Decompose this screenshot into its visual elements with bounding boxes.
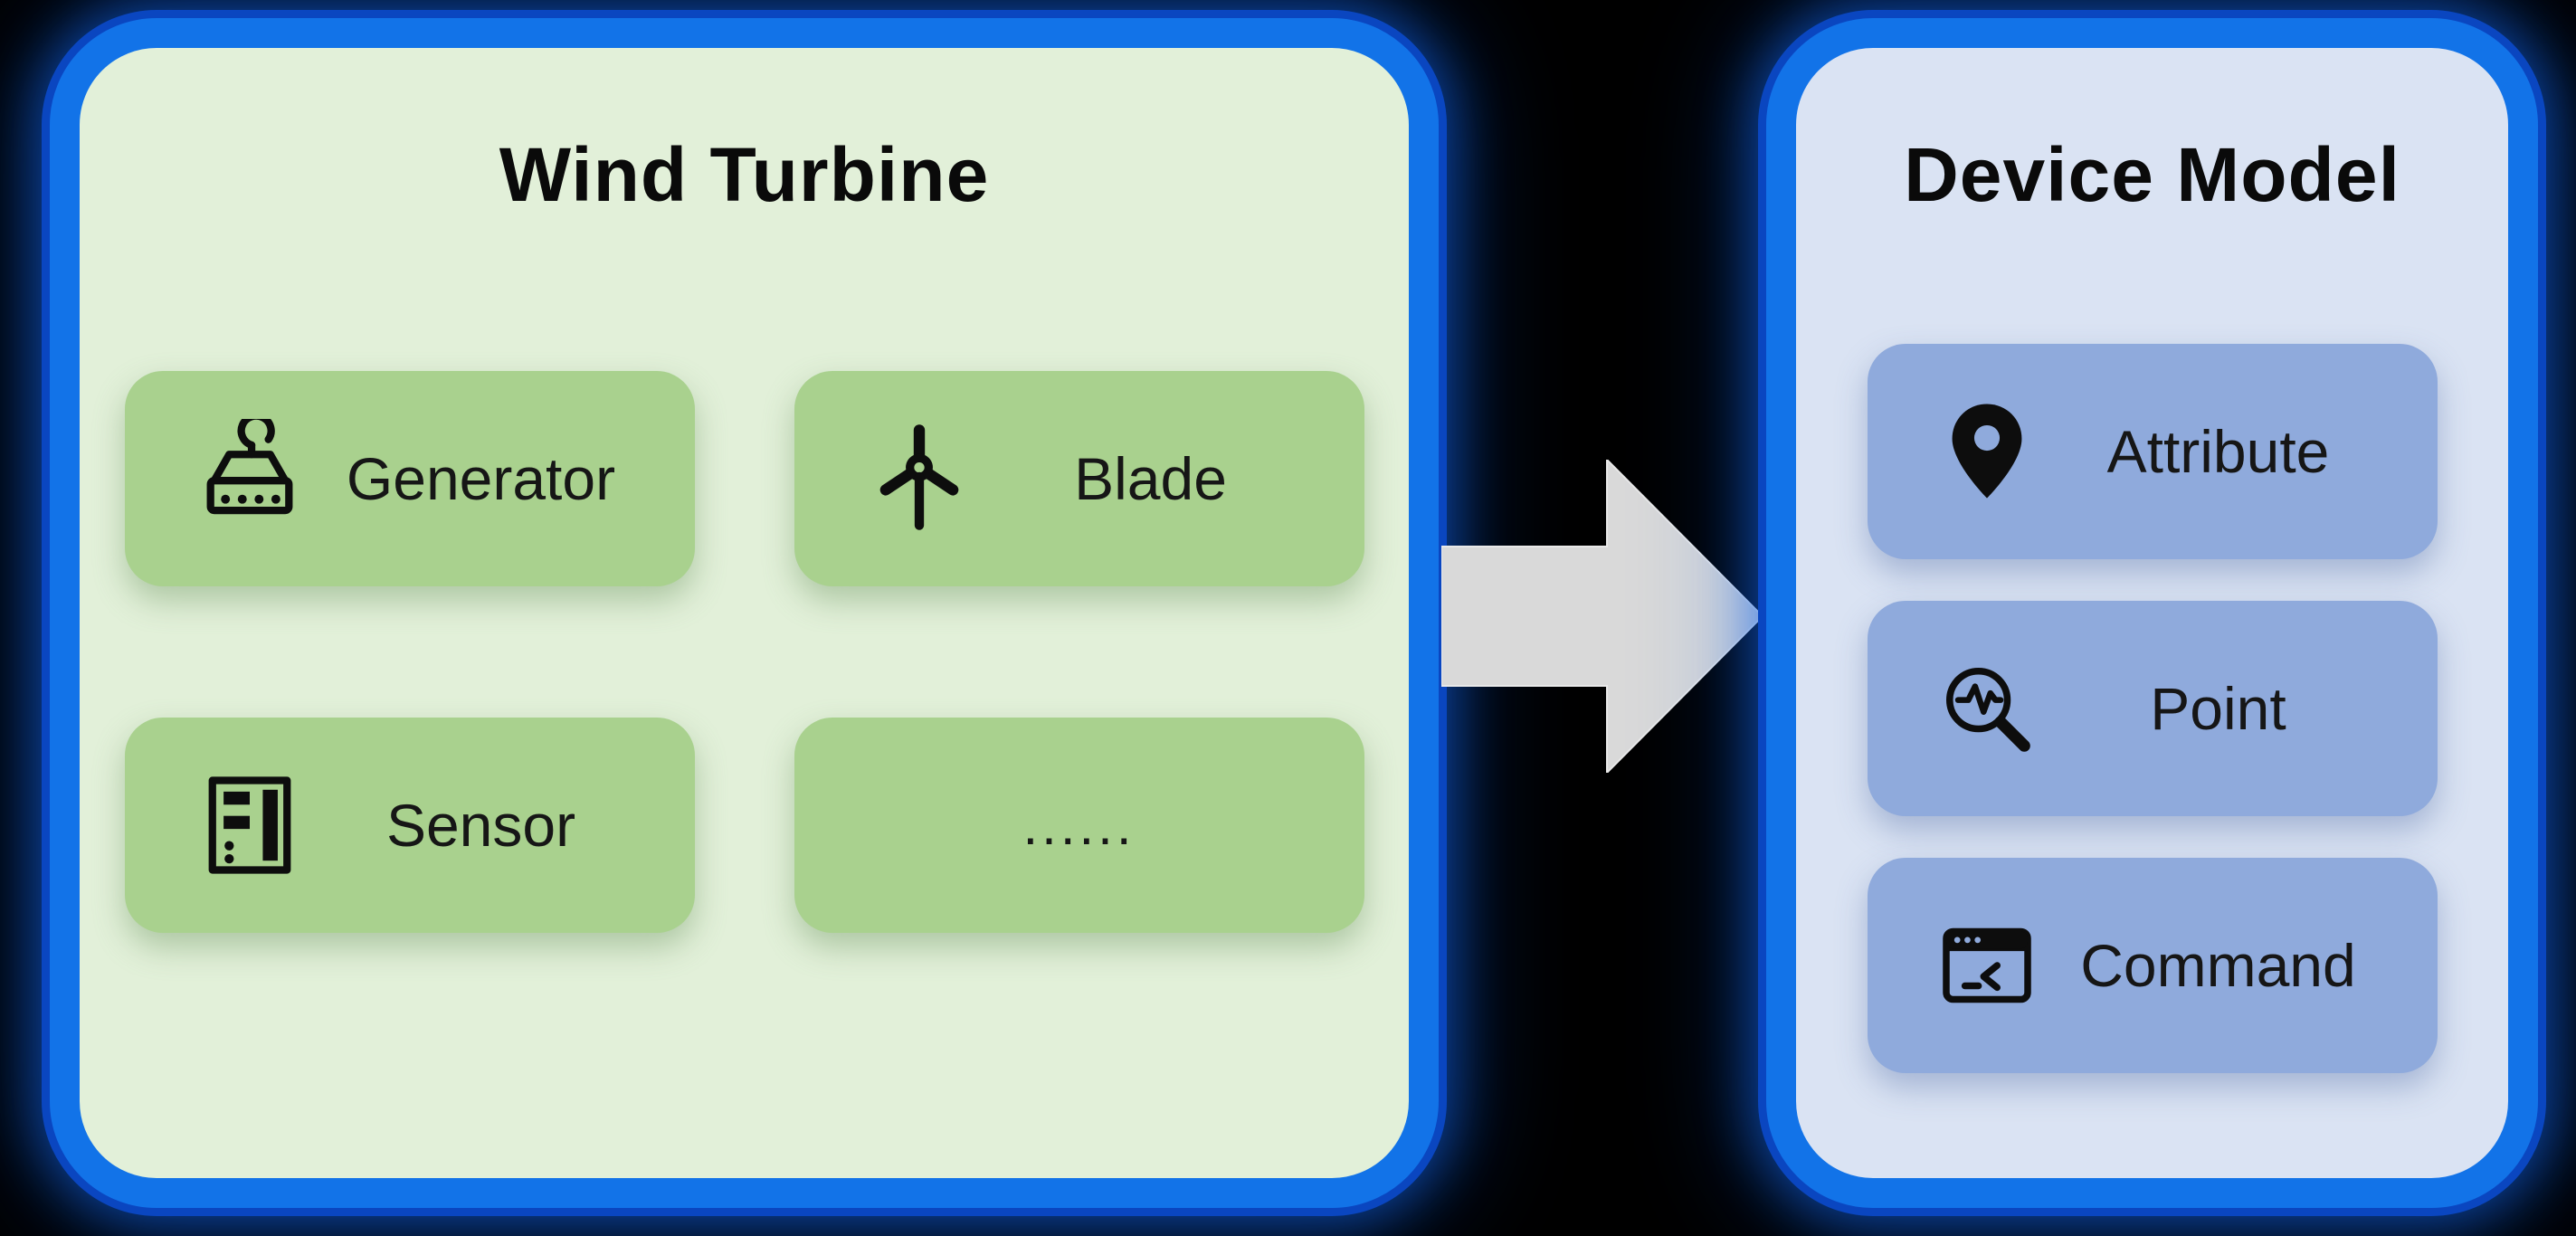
device-model-title: Device Model <box>1904 132 2400 217</box>
wind-turbine-title: Wind Turbine <box>499 132 990 217</box>
wind-turbine-chip-grid: Generator Blade <box>80 371 1409 933</box>
terminal-icon <box>1933 911 2041 1020</box>
device-model-panel: Device Model Attribute <box>1766 18 2538 1208</box>
wind-turbine-icon <box>860 419 979 538</box>
ellipsis-label: ...... <box>1022 794 1136 856</box>
sensor-label: Sensor <box>385 792 576 859</box>
wind-turbine-panel: Wind Turbine Generator <box>50 18 1439 1208</box>
device-model-chip-list: Attribute Point <box>1796 344 2508 1073</box>
magnifier-pulse-icon <box>1933 654 2041 763</box>
sensor-chip: Sensor <box>124 718 695 933</box>
generator-chip: Generator <box>124 371 695 586</box>
point-label: Point <box>2150 675 2286 742</box>
attribute-label: Attribute <box>2106 418 2330 485</box>
ellipsis-chip: ...... <box>794 718 1364 933</box>
generator-label: Generator <box>346 445 616 512</box>
sensor-icon <box>190 765 309 885</box>
blade-label: Blade <box>1074 445 1227 512</box>
blade-chip: Blade <box>794 371 1364 586</box>
command-chip: Command <box>1867 858 2438 1073</box>
point-chip: Point <box>1867 601 2438 816</box>
right-arrow <box>1441 460 1763 773</box>
location-pin-icon <box>1933 397 2041 506</box>
attribute-chip: Attribute <box>1867 344 2438 559</box>
generator-icon <box>190 419 309 538</box>
command-label: Command <box>2080 932 2356 999</box>
